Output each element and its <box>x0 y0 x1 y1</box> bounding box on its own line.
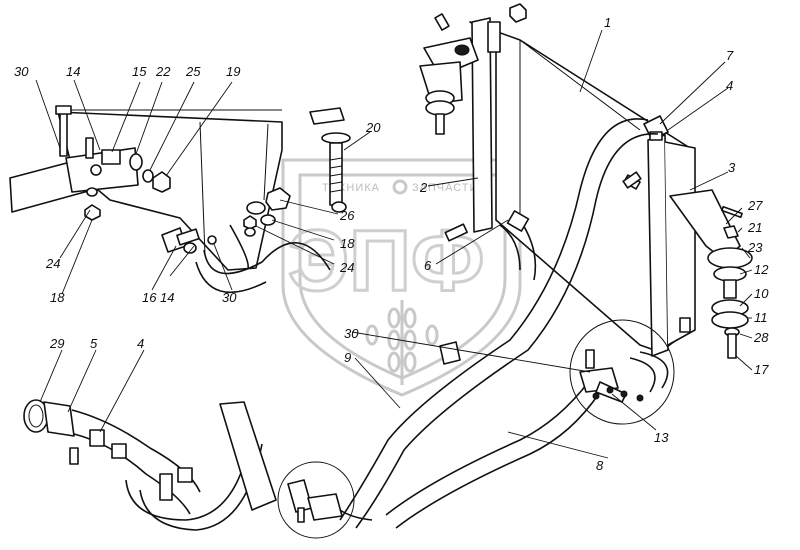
callout-labels: 1 2 3 4 4 5 6 7 8 9 10 11 12 13 14 14 15… <box>14 15 769 473</box>
callout-4-lower: 4 <box>137 336 144 351</box>
center-bolt-6 <box>444 171 642 242</box>
callout-3: 3 <box>728 160 736 175</box>
callout-9: 9 <box>344 350 351 365</box>
callout-4-upper: 4 <box>726 78 733 93</box>
callout-12: 12 <box>754 262 769 277</box>
callout-19: 19 <box>226 64 240 79</box>
callout-30-bottom: 30 <box>222 290 237 305</box>
left-frame-bracket <box>9 105 283 271</box>
callout-15: 15 <box>132 64 147 79</box>
upper-left-hose <box>195 224 331 294</box>
callout-26: 26 <box>339 208 355 223</box>
callout-14-bottom: 14 <box>160 290 174 305</box>
center-bolt-assembly <box>243 107 351 237</box>
callout-18-left: 18 <box>50 290 65 305</box>
detail-circle-bottom <box>277 461 373 539</box>
lower-pipe-assembly <box>23 399 277 531</box>
callout-2: 2 <box>419 180 428 195</box>
callout-25: 25 <box>185 64 201 79</box>
callout-16: 16 <box>142 290 157 305</box>
callout-11: 11 <box>754 310 768 325</box>
callout-6: 6 <box>424 258 432 273</box>
watermark-logo: ТЕХНИКА ЗАПЧАСТИ ЭПФ <box>281 158 522 397</box>
callout-23: 23 <box>747 240 763 255</box>
radiator <box>469 17 696 357</box>
callout-24-center: 24 <box>339 260 354 275</box>
callout-28: 28 <box>753 330 769 345</box>
leader-lines <box>35 29 753 459</box>
callout-21: 21 <box>747 220 762 235</box>
callout-27: 27 <box>747 198 763 213</box>
upper-mount-bracket <box>419 3 641 190</box>
watermark-text-right: ЗАПЧАСТИ <box>412 182 478 194</box>
right-mount-bracket <box>669 189 753 359</box>
callout-17: 17 <box>754 362 769 377</box>
callout-24-left: 24 <box>45 256 60 271</box>
wheat-ear-icon <box>365 300 439 385</box>
watermark-big-letters: ЭПФ <box>288 213 484 309</box>
callout-14-top: 14 <box>66 64 80 79</box>
callout-20: 20 <box>365 120 381 135</box>
callout-22: 22 <box>155 64 171 79</box>
callout-8: 8 <box>596 458 604 473</box>
callout-30-center: 30 <box>344 326 359 341</box>
callout-18-center: 18 <box>340 236 355 251</box>
callout-1: 1 <box>604 15 611 30</box>
callout-29: 29 <box>49 336 64 351</box>
callout-13: 13 <box>654 430 669 445</box>
callout-7: 7 <box>726 48 734 63</box>
callout-5: 5 <box>90 336 98 351</box>
callout-30-top: 30 <box>14 64 29 79</box>
callout-10: 10 <box>754 286 769 301</box>
